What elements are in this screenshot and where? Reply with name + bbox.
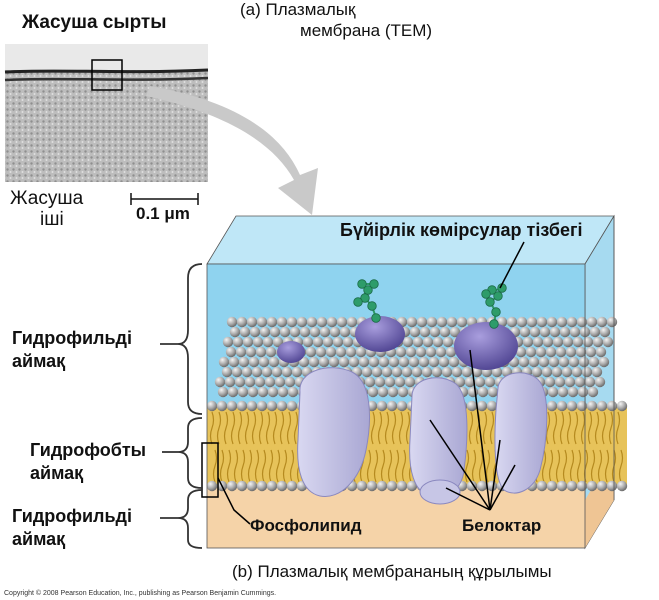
proteins-label: Белоктар [462,516,542,535]
phospholipid-marker [201,442,219,498]
carbohydrate-chain-left [353,279,381,323]
hydrophilic-top-label-line2: аймақ [12,351,66,371]
cell-inside-label-line1: Жасуша [10,188,84,209]
cell-inside-label-line2: іші [40,209,64,230]
hydrophobic-label-line2: аймақ [30,463,84,483]
tem-micrograph [4,44,209,182]
phospholipid-label: Фосфолипид [250,516,362,535]
copyright-notice: Copyright © 2008 Pearson Education, Inc.… [4,590,277,597]
peripheral-protein [277,341,305,363]
pointer-lines [217,241,525,525]
integral-protein-left [297,367,370,497]
carbohydrate-label: Бүйірлік көмірсулар тізбегі [340,220,583,240]
tem-title-line1: (a) Плазмалық [240,0,356,19]
figure-caption: (b) Плазмалық мембрананың құрылымы [232,562,552,581]
glycoprotein-left [355,316,405,352]
tem-title-line2: мембрана (TEM) [300,21,433,40]
zoom-arrow [146,86,318,215]
carbohydrate-chain-right [481,283,507,329]
scale-bar [130,193,199,205]
cell-outside-label: Жасуша сырты [22,12,167,33]
integral-protein-center [409,377,468,505]
hydrophobic-label-line1: Гидрофобты [30,440,147,460]
glycoprotein-right [454,322,518,370]
hydrophilic-top-label-line1: Гидрофильді [12,328,132,348]
region-braces [160,263,203,549]
lower-head-row [206,480,628,492]
hydrophilic-bottom-label-line2: аймақ [12,529,66,549]
scale-bar-label: 0.1 μm [136,204,190,223]
hydrophilic-bottom-label-line1: Гидрофильді [12,506,132,526]
